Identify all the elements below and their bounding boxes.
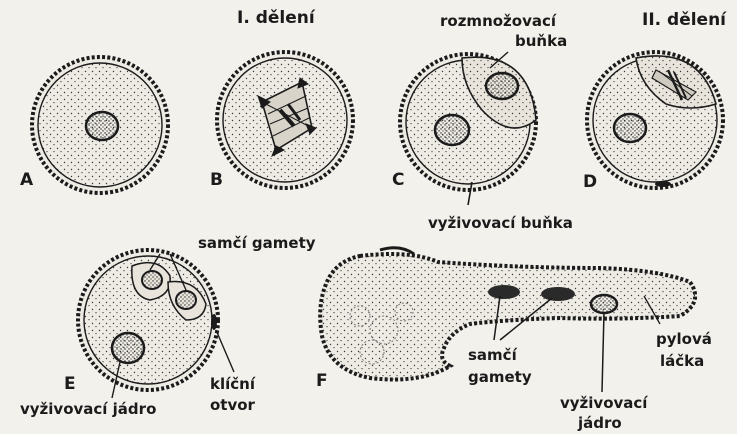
- vegetative-cell-label: vyživovací buňka: [428, 216, 573, 231]
- vegetative-nucleus-f: [591, 295, 617, 313]
- pollen-grain-c: [400, 54, 536, 205]
- germ-pore-e: [211, 314, 217, 330]
- second-division-label: II. dělení: [642, 12, 726, 29]
- male-gametes-label-e: samčí gamety: [198, 236, 316, 251]
- vegetative-nucleus-label-f-line1: vyživovací: [560, 396, 647, 411]
- germ-pore-d: [655, 181, 671, 187]
- pollen-grain-d: [587, 52, 723, 188]
- panel-letter-d: D: [583, 174, 597, 191]
- generative-nucleus-c: [486, 73, 518, 99]
- vegetative-nucleus-label-e: vyživovací jádro: [20, 402, 156, 417]
- panel-letter-f: F: [316, 373, 328, 390]
- generative-cell-label-line2: buňka: [515, 34, 567, 49]
- germ-pore-label-line2: otvor: [210, 398, 255, 413]
- first-division-label: I. dělení: [237, 10, 315, 27]
- panel-letter-a: A: [20, 172, 33, 189]
- nucleus-a: [86, 112, 118, 140]
- vegetative-nucleus-c: [435, 115, 469, 145]
- germ-pore-label-line1: klíční: [210, 377, 255, 392]
- pollen-tube-label-line1: pylová: [656, 332, 712, 347]
- generative-cell-label-line1: rozmnožovací: [440, 14, 556, 29]
- panel-letter-b: B: [210, 172, 223, 189]
- pollen-tube-label-line2: láčka: [660, 354, 704, 369]
- male-gamete-f1: [488, 285, 520, 299]
- male-gamete-f2: [541, 287, 575, 301]
- panel-letter-e: E: [64, 376, 76, 393]
- male-gametes-label-f-line1: samčí: [468, 348, 517, 363]
- vegetative-nucleus-e: [112, 333, 144, 363]
- pollen-grain-a: [32, 57, 168, 193]
- male-gametes-label-f-line2: gamety: [468, 370, 532, 385]
- pollen-grain-b: [217, 52, 353, 188]
- vegetative-nucleus-label-f-line2: jádro: [578, 416, 622, 431]
- panel-letter-c: C: [392, 172, 404, 189]
- vegetative-nucleus-d: [614, 114, 646, 142]
